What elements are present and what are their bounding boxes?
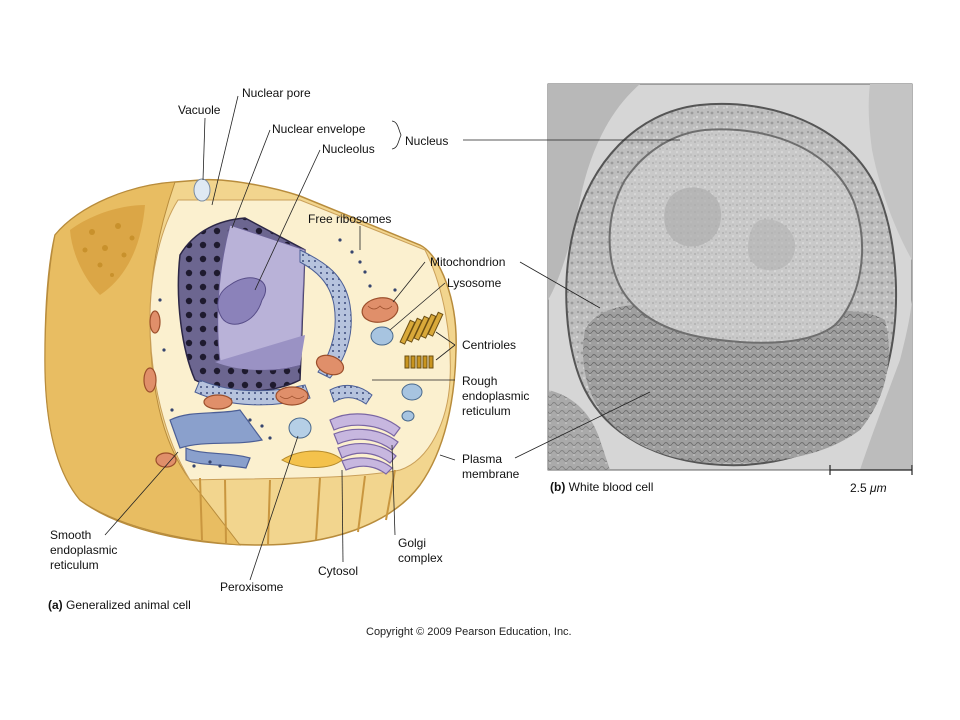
label-nuclear-envelope: Nuclear envelope	[272, 122, 366, 136]
caption-a: (a) Generalized animal cell	[48, 598, 191, 613]
label-cytosol: Cytosol	[318, 564, 359, 578]
peroxisome-shape	[288, 417, 312, 439]
micrograph-panel	[547, 83, 913, 471]
vacuole-shape	[193, 178, 211, 202]
caption-a-text: Generalized animal cell	[66, 598, 191, 612]
label-golgi-complex: Golgi complex	[398, 536, 443, 565]
label-peroxisome: Peroxisome	[220, 580, 284, 594]
label-nuclear-pore: Nuclear pore	[242, 86, 311, 100]
scale-value: 2.5	[850, 481, 867, 495]
label-smooth-er: Smooth endoplasmic reticulum	[50, 528, 118, 572]
scale-bar-label: 2.5 μm	[850, 481, 887, 496]
lysosome-shape	[370, 326, 394, 346]
smooth-er-shape	[169, 409, 264, 469]
animal-cell-illustration	[44, 178, 457, 546]
free-ribosome-dots	[158, 238, 397, 468]
copyright-notice: Copyright © 2009 Pearson Education, Inc.	[366, 626, 572, 638]
caption-b-text: White blood cell	[568, 480, 654, 494]
label-mitochondrion: Mitochondrion	[430, 255, 506, 269]
label-lysosome: Lysosome	[447, 276, 502, 290]
label-vacuole: Vacuole	[178, 103, 221, 117]
label-free-ribosomes: Free ribosomes	[308, 212, 392, 226]
scale-unit: μm	[870, 481, 887, 495]
label-rough-er: Rough endoplasmic reticulum	[462, 374, 530, 418]
label-nucleus: Nucleus	[405, 134, 449, 148]
golgi-shape	[329, 413, 401, 475]
cytosol-vesicle	[281, 450, 343, 468]
mitochondria-shapes	[143, 297, 399, 468]
label-plasma-membrane: Plasma membrane	[462, 452, 520, 481]
caption-b: (b) White blood cell	[550, 480, 653, 495]
label-nucleolus: Nucleolus	[322, 142, 375, 156]
centrioles-shape	[399, 311, 444, 369]
wbc-nucleus	[608, 128, 864, 344]
leader-lines	[104, 95, 913, 581]
label-centrioles: Centrioles	[462, 338, 517, 352]
nucleolus-shape	[217, 277, 267, 325]
caption-b-letter: (b)	[550, 480, 566, 494]
caption-a-letter: (a)	[48, 598, 63, 612]
